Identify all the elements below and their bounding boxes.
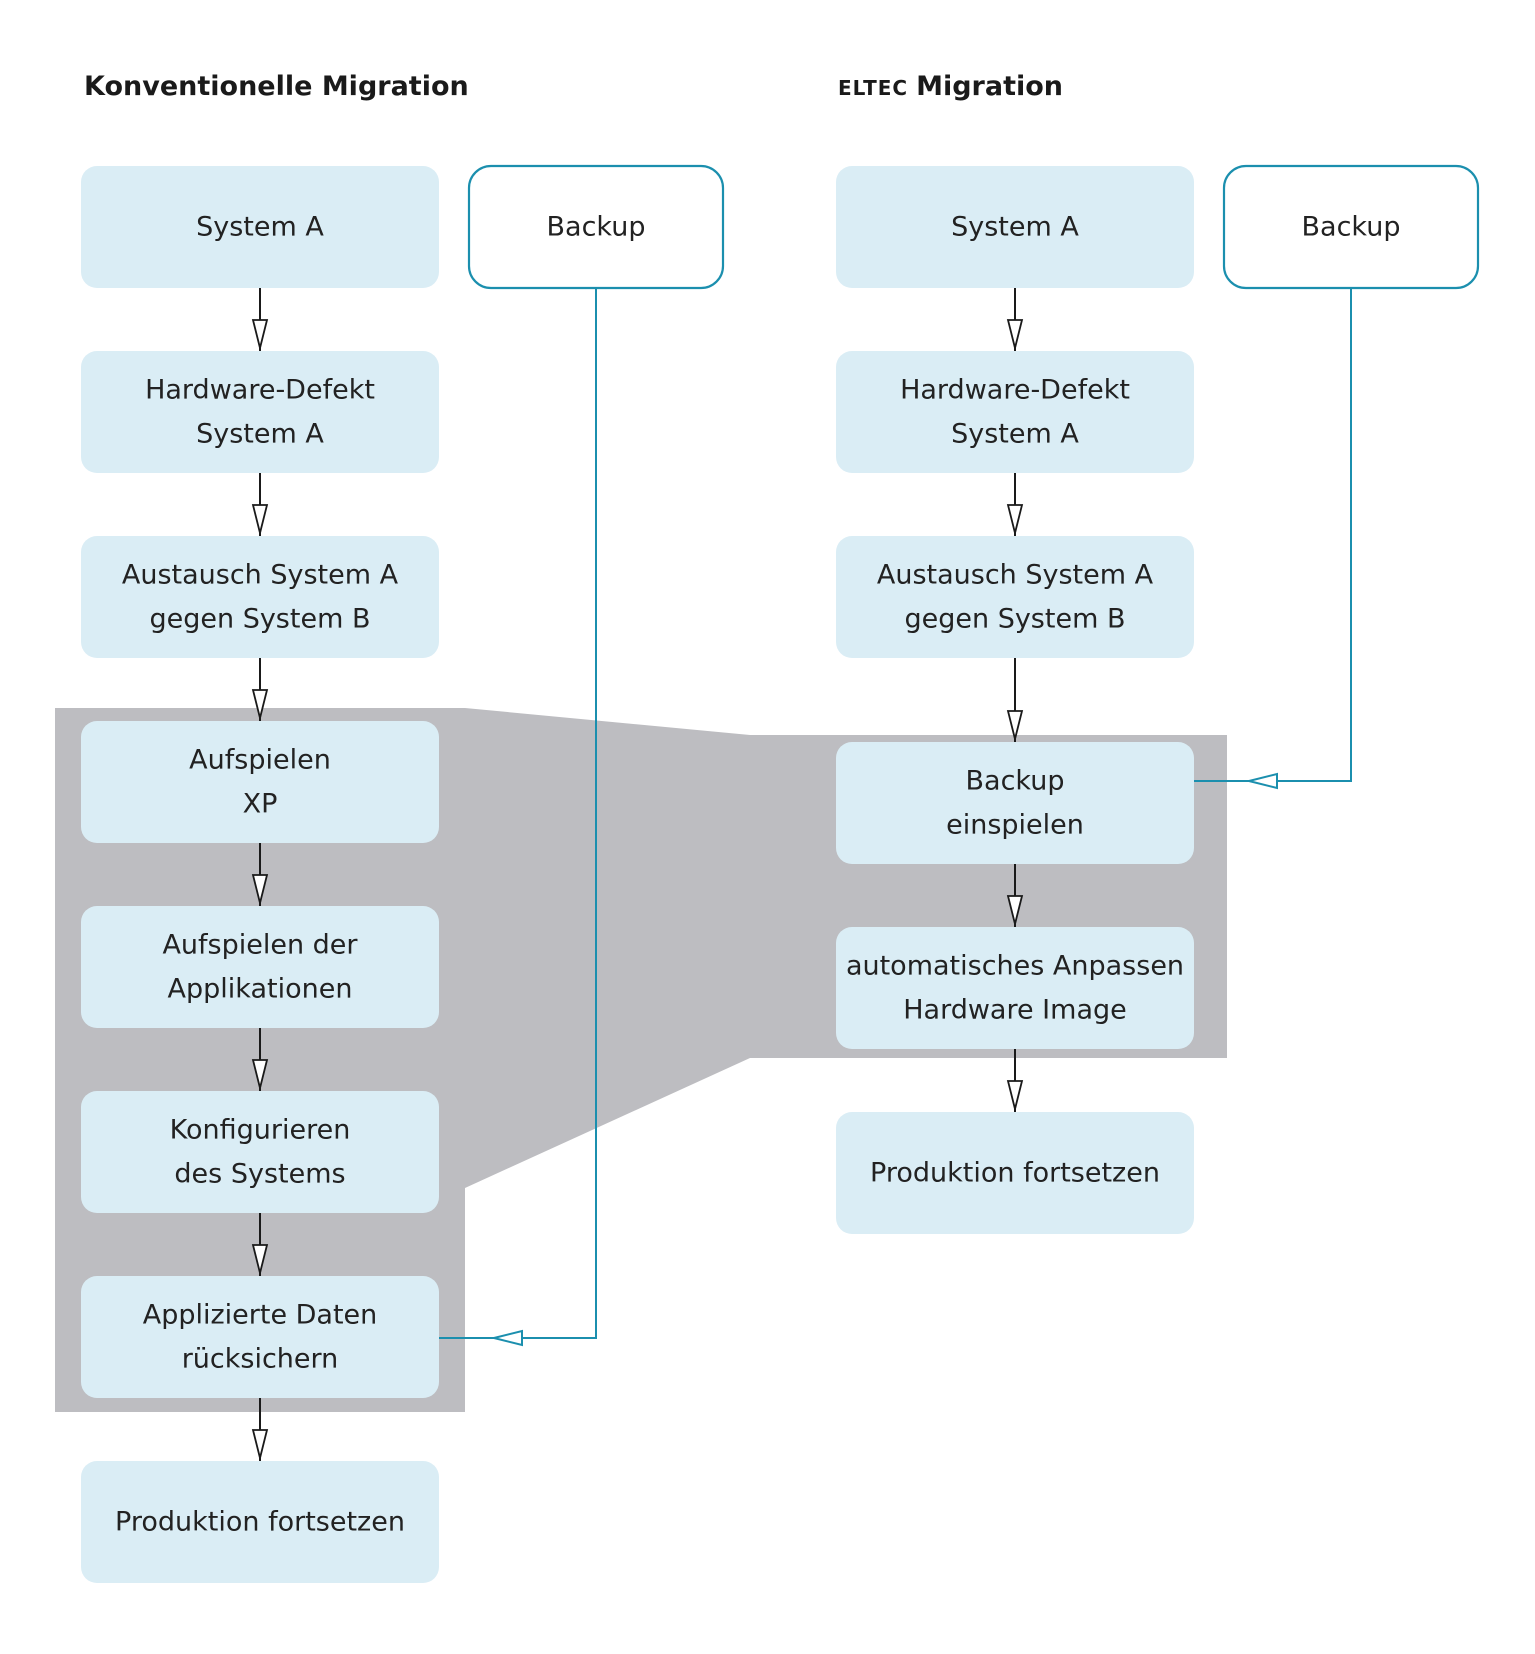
right-flow-arrow-4-head (1006, 895, 1024, 925)
heading-eltec-migration: ELTEC Migration (838, 71, 1063, 102)
left-step-2-label-2: System A (196, 419, 324, 450)
left-step-3-label-1: Austausch System A (122, 560, 399, 591)
left-step-8: Produktion fortsetzen (81, 1461, 439, 1583)
left-step-2-label-1: Hardware-Defekt (145, 375, 375, 406)
left-flow-arrow-6 (251, 1213, 269, 1276)
right-backup-box-shape (1222, 164, 1480, 290)
left-step-7: Applizierte Daten rücksichern (81, 1276, 439, 1398)
left-step-1: System A (81, 166, 439, 288)
left-flow-arrow-7-head (251, 1429, 269, 1459)
left-step-7-label-2: rücksichern (182, 1344, 339, 1375)
right-flow-arrow-5-head (1006, 1080, 1024, 1110)
right-step-4-label-2: einspielen (946, 810, 1084, 841)
right-flow-arrow-5 (1006, 1049, 1024, 1112)
right-flow-arrow-4 (1006, 864, 1024, 927)
right-step-2-shape (836, 351, 1194, 473)
left-step-1-shape (81, 166, 439, 288)
left-flow-arrow-4 (251, 843, 269, 906)
left-step-6-label-2: des Systems (174, 1159, 345, 1190)
left-step-6-shape (81, 1091, 439, 1213)
left-flow-arrow-5 (251, 1028, 269, 1091)
right-backup-box-label-1: Backup (1302, 212, 1401, 243)
left-backup-connector (439, 288, 597, 1347)
right-step-6-shape (836, 1112, 1194, 1234)
left-step-7-shape (81, 1276, 439, 1398)
left-flow-arrow-4-head (251, 874, 269, 904)
left-backup-connector-line (439, 288, 597, 1339)
left-step-6-label-1: Konfigurieren (170, 1115, 351, 1146)
left-flow-arrow-6-head (251, 1244, 269, 1274)
right-backup-connector (1194, 288, 1352, 790)
right-step-4: Backup einspielen (836, 742, 1194, 864)
left-flow-arrow-1-head (251, 319, 269, 349)
left-step-5-label-1: Aufspielen der (162, 930, 358, 961)
left-flow-arrow-3-head (251, 689, 269, 719)
right-step-5-label-2: Hardware Image (903, 995, 1127, 1026)
left-flow-arrow-5-head (251, 1059, 269, 1089)
right-flow-arrow-3-head (1006, 710, 1024, 740)
right-step-3-shape (836, 536, 1194, 658)
left-step-6: Konfigurieren des Systems (81, 1091, 439, 1213)
left-backup-connector-head (493, 1329, 523, 1347)
right-step-6-label-1: Produktion fortsetzen (870, 1158, 1160, 1189)
right-flow-arrow-2-head (1006, 504, 1024, 534)
left-step-5-label-2: Applikationen (168, 974, 353, 1005)
right-step-4-label-1: Backup (966, 766, 1065, 797)
heading-conventional-migration: Konventionelle Migration (84, 71, 469, 102)
right-step-1: System A (836, 166, 1194, 288)
right-backup-box: Backup (1222, 164, 1480, 290)
left-flow-arrow-3 (251, 658, 269, 721)
right-step-1-shape (836, 166, 1194, 288)
left-step-7-label-1: Applizierte Daten (143, 1300, 378, 1331)
right-step-3-label-1: Austausch System A (877, 560, 1154, 591)
right-step-5-shape (836, 927, 1194, 1049)
left-backup-box-shape (467, 164, 725, 290)
right-step-6: Produktion fortsetzen (836, 1112, 1194, 1234)
right-backup-connector-line (1194, 288, 1352, 782)
left-flow-arrow-7 (251, 1398, 269, 1461)
left-step-8-shape (81, 1461, 439, 1583)
right-flow-arrow-2 (1006, 473, 1024, 536)
right-step-4-shape (836, 742, 1194, 864)
left-step-3-label-2: gegen System B (150, 604, 371, 635)
left-backup-box: Backup (467, 164, 725, 290)
left-flow-arrow-2 (251, 473, 269, 536)
right-step-1-label-1: System A (951, 212, 1079, 243)
left-step-4-label-1: Aufspielen (189, 745, 331, 776)
right-step-3-label-2: gegen System B (905, 604, 1126, 635)
heading-eltec-brand: ELTEC (838, 76, 908, 100)
left-flow-arrow-1 (251, 288, 269, 351)
left-step-3-shape (81, 536, 439, 658)
left-step-4-shape (81, 721, 439, 843)
right-step-5-label-1: automatisches Anpassen (846, 951, 1184, 982)
right-step-2-label-1: Hardware-Defekt (900, 375, 1130, 406)
left-step-4-label-2: XP (243, 789, 278, 820)
left-step-3: Austausch System A gegen System B (81, 536, 439, 658)
right-step-2-label-2: System A (951, 419, 1079, 450)
right-flow-arrow-1-head (1006, 319, 1024, 349)
left-step-1-label-1: System A (196, 212, 324, 243)
left-backup-box-label-1: Backup (547, 212, 646, 243)
right-flow-arrow-1 (1006, 288, 1024, 351)
left-flow-arrow-2-head (251, 504, 269, 534)
right-flow-arrow-3 (1006, 658, 1024, 742)
right-step-3: Austausch System A gegen System B (836, 536, 1194, 658)
heading-eltec-rest: Migration (916, 71, 1063, 102)
left-step-8-label-1: Produktion fortsetzen (115, 1507, 405, 1538)
right-backup-connector-head (1248, 772, 1278, 790)
left-step-5-shape (81, 906, 439, 1028)
left-step-2-shape (81, 351, 439, 473)
highlight-region (55, 708, 1227, 1412)
